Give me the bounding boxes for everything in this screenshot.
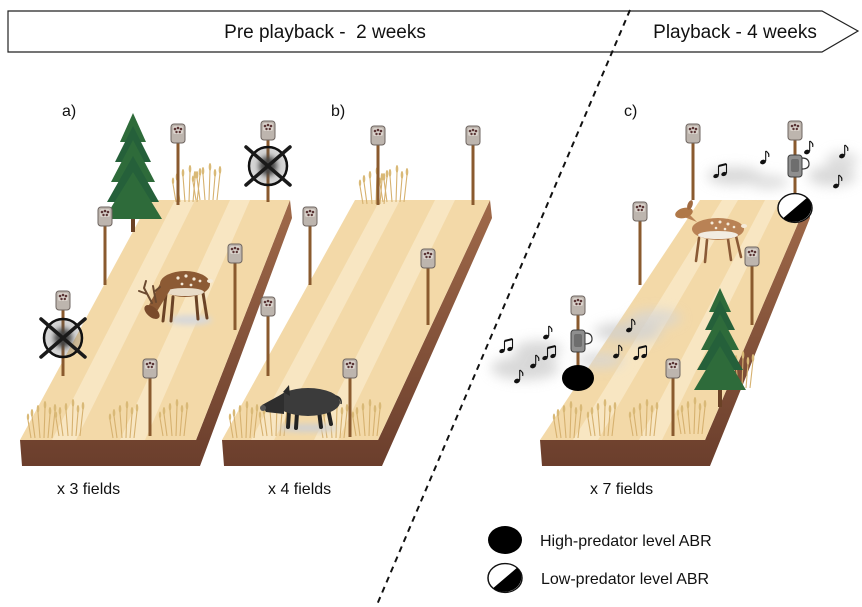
legend-label-high: High-predator level ABR xyxy=(540,533,712,550)
panel-b-field-count: x 4 fields xyxy=(268,481,331,498)
conifer-tree-icon xyxy=(104,113,162,232)
camera-trap-icon xyxy=(56,291,70,310)
camera-trap-icon xyxy=(745,247,759,266)
low-predator-marker-icon xyxy=(778,194,812,223)
music-note-icon xyxy=(499,339,514,354)
legend-label-low: Low-predator level ABR xyxy=(541,571,709,588)
pre-playback-label: Pre playback - 2 weeks xyxy=(224,22,426,43)
camera-trap-icon xyxy=(98,207,112,226)
music-note-icon xyxy=(759,151,768,165)
timeline-banner: Pre playback - 2 weeks Playback - 4 week… xyxy=(8,11,858,52)
music-note-icon xyxy=(542,326,551,340)
playback-speaker-post-high xyxy=(562,296,594,391)
playback-label: Playback - 4 weeks xyxy=(653,22,817,43)
black-ellipse-icon xyxy=(488,526,522,554)
camera-trap-post xyxy=(98,207,112,285)
high-predator-marker-icon xyxy=(562,365,594,391)
camera-trap-icon xyxy=(261,297,275,316)
wheat-icon xyxy=(379,165,409,202)
legend: High-predator level ABR Low-predator lev… xyxy=(488,526,712,592)
camera-trap-icon xyxy=(303,207,317,226)
field-panel-c xyxy=(491,121,858,466)
camera-trap-icon xyxy=(633,202,647,221)
camera-trap-icon xyxy=(343,359,357,378)
camera-trap-icon xyxy=(143,359,157,378)
camera-trap-icon xyxy=(228,244,242,263)
wheat-icon xyxy=(192,163,222,200)
camera-trap-icon xyxy=(666,359,680,378)
camera-trap-post xyxy=(371,126,385,205)
camera-trap-icon xyxy=(466,126,480,145)
removed-speaker-icon xyxy=(246,147,290,185)
camera-trap-icon xyxy=(571,296,585,315)
removed-speaker-icon xyxy=(41,319,85,357)
speaker-icon xyxy=(571,330,592,352)
camera-trap-post xyxy=(466,126,480,205)
wheat-icon xyxy=(359,167,389,204)
half-black-circle-icon xyxy=(488,564,522,593)
panel-a-label: a) xyxy=(62,103,76,120)
camera-trap-icon xyxy=(371,126,385,145)
panel-c-field-count: x 7 fields xyxy=(590,481,653,498)
playback-speaker-post-low xyxy=(778,121,812,222)
panel-c-label: c) xyxy=(624,103,637,120)
camera-trap-icon xyxy=(171,124,185,143)
camera-trap-post xyxy=(171,124,185,205)
camera-trap-icon xyxy=(261,121,275,140)
legend-item-high: High-predator level ABR xyxy=(488,526,712,554)
legend-item-low: Low-predator level ABR xyxy=(488,564,709,593)
camera-trap-post xyxy=(246,121,290,202)
wheat-icon xyxy=(172,165,202,202)
speaker-icon xyxy=(788,155,809,177)
camera-trap-icon xyxy=(421,249,435,268)
camera-trap-icon xyxy=(686,124,700,143)
camera-trap-post xyxy=(686,124,700,200)
panel-a-field-count: x 3 fields xyxy=(57,481,120,498)
camera-trap-post xyxy=(633,202,647,285)
music-note-icon xyxy=(803,141,812,155)
camera-trap-icon xyxy=(788,121,802,140)
panel-b-label: b) xyxy=(331,103,345,120)
